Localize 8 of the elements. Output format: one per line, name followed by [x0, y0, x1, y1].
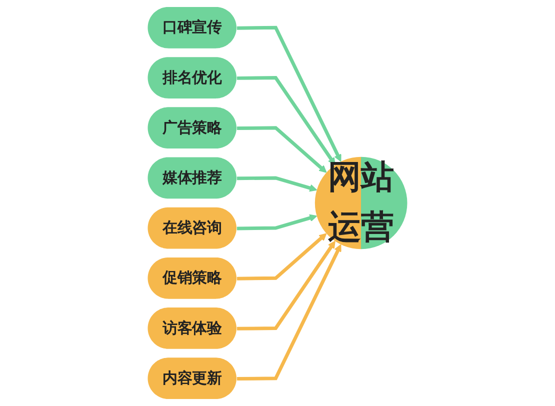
arrow: [236, 240, 336, 330]
arrow: [236, 214, 318, 230]
arrow: [236, 26, 342, 162]
arrow: [236, 176, 318, 192]
arrow: [236, 244, 342, 381]
arrow: [236, 233, 327, 280]
arrow: [236, 126, 327, 173]
arrow: [236, 76, 336, 166]
